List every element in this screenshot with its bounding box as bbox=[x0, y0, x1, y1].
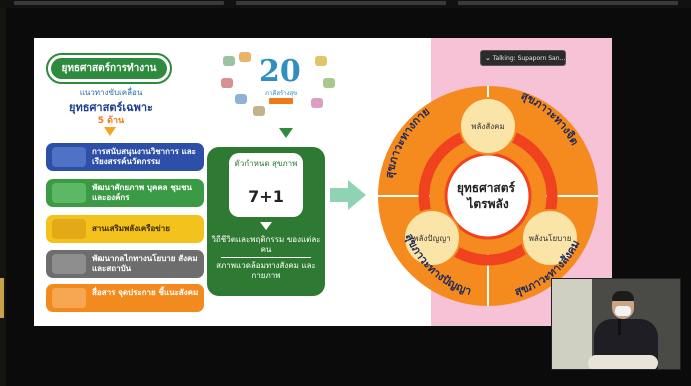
strategy-label: สื่อสาร จุดประกาย ชี้แนะสังคม bbox=[92, 288, 199, 297]
divider bbox=[221, 257, 311, 258]
center-circle bbox=[444, 152, 532, 240]
wisdom-power-node bbox=[403, 209, 461, 267]
speaker-mask bbox=[615, 306, 631, 316]
speaker-hair bbox=[612, 291, 634, 301]
environment-text: สภาพแวดล้อมทางสังคม และกายภาพ bbox=[216, 261, 316, 280]
strategy-item-communication: สื่อสาร จุดประกาย ชี้แนะสังคม bbox=[46, 284, 204, 312]
logo-tagline: ภาคีสร้างสุข bbox=[265, 90, 298, 97]
policy-power-label: พลังนโยบาย bbox=[529, 233, 572, 243]
left-frame-edge bbox=[0, 8, 6, 386]
down-triangle-icon bbox=[104, 127, 116, 136]
specific-strategy: ยุทธศาสตร์เฉพาะ bbox=[69, 101, 153, 114]
flower-arrangement bbox=[588, 355, 658, 369]
center-label: ยุทธศาสตร์ ไตรพลัง bbox=[457, 181, 519, 211]
strategy-label: สานเสริมพลังเครือข่าย bbox=[92, 224, 170, 233]
strategy-label: พัฒนากลไกทางนโยบาย สังคม และสถาบัน bbox=[92, 254, 198, 273]
strategy-label: พัฒนาศักยภาพ บุคคล ชุมชน และองค์กร bbox=[92, 183, 192, 202]
drive-text: แนวทางขับเคลื่อน bbox=[79, 88, 143, 97]
down-arrow-icon bbox=[279, 128, 293, 138]
determinant-box: ตัวกำหนด สุขภาพ 7+1 bbox=[229, 153, 303, 217]
social-power-label: พลังสังคม bbox=[471, 122, 505, 131]
logo-number: 20 bbox=[259, 54, 301, 89]
health-determinants-card: ตัวกำหนด สุขภาพ 7+1 วิถีชีวิตและพฤติกรรม… bbox=[207, 147, 325, 296]
microphone-icon bbox=[618, 319, 621, 335]
people-tree-icon bbox=[52, 219, 86, 239]
shared-slide: ยุทธศาสตร์การทำงาน แนวทางขับเคลื่อน ยุทธ… bbox=[34, 38, 612, 326]
video-light bbox=[552, 279, 592, 369]
chevron-down-icon[interactable]: ⌄ bbox=[485, 54, 491, 62]
research-icon bbox=[52, 147, 86, 167]
lifestyle-text: วิถีชีวิตและพฤติกรรม ของแต่ละคน bbox=[211, 235, 321, 254]
logo-bar bbox=[269, 98, 293, 104]
chevron-down-icon bbox=[260, 222, 272, 230]
social-power-node bbox=[459, 97, 517, 155]
strategy-title-pill: ยุทธศาสตร์การทำงาน bbox=[46, 53, 172, 84]
strategy-label: การสนับสนุนงานวิชาการ และเรียงสรรค์นวัตก… bbox=[92, 147, 196, 166]
strategy-title: ยุทธศาสตร์การทำงาน bbox=[51, 58, 167, 79]
megaphone-icon bbox=[52, 288, 86, 308]
top-strip bbox=[0, 0, 691, 8]
strategy-count: 5 ด้าน bbox=[97, 116, 125, 126]
determinant-caption: ตัวกำหนด สุขภาพ bbox=[234, 159, 298, 168]
strategy-item-capacity: พัฒนาศักยภาพ บุคคล ชุมชน และองค์กร bbox=[46, 179, 204, 207]
network-icon bbox=[52, 183, 86, 203]
triple-power-diagram: ยุทธศาสตร์ ไตรพลัง พลังสังคม พลังปัญญา พ… bbox=[378, 86, 598, 306]
talking-indicator[interactable]: ⌄Talking: Supaporn San... bbox=[480, 50, 566, 66]
talking-text: Talking: Supaporn San... bbox=[492, 55, 566, 62]
city-icon bbox=[52, 254, 86, 274]
strategy-item-policy: พัฒนากลไกทางนโยบาย สังคม และสถาบัน bbox=[46, 250, 204, 278]
determinant-value: 7+1 bbox=[248, 187, 284, 206]
policy-power-node bbox=[521, 209, 579, 267]
strategy-item-academic: การสนับสนุนงานวิชาการ และเรียงสรรค์นวัตก… bbox=[46, 143, 204, 171]
wisdom-power-label: พลังปัญญา bbox=[413, 234, 450, 243]
strategy-item-network: สานเสริมพลังเครือข่าย bbox=[46, 215, 204, 243]
anniversary-logo: 20 ภาคีสร้างสุข bbox=[219, 48, 339, 128]
participant-video-tile[interactable] bbox=[551, 278, 681, 370]
